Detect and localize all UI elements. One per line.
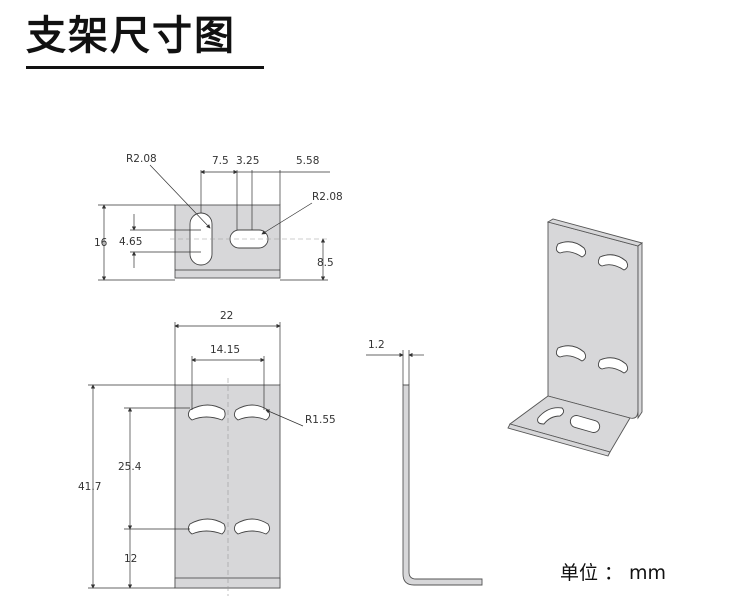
iso-base-front-edge [507,423,611,457]
front-view: 22 14.15 R1.55 41.7 25.4 12 [78,310,336,596]
dim-label-12: 12 [124,553,137,565]
dim-label-r1-55: R1.55 [305,414,336,426]
top-view: 7.5 3.25 5.58 R2.08 R2.08 16 4.65 8.5 [94,153,343,281]
title-underline [26,66,264,69]
dim-label-16: 16 [94,237,108,249]
slot-lower-left [187,518,226,535]
iso-plate-side-edge [637,242,643,420]
dim-label-8-5: 8.5 [317,257,334,269]
dim-label-r-left: R2.08 [126,153,157,165]
front-view-foot [174,577,281,589]
iso-base-slot-1 [537,407,565,425]
dim-label-5-58: 5.58 [296,155,319,167]
dim-label-14-15: 14.15 [210,344,240,356]
side-view: 1.2 [366,339,483,586]
leader-line [149,164,211,229]
iso-slot-1 [555,241,587,258]
units-separator: ： [604,562,624,584]
side-view-profile [402,384,483,586]
dim-label-1-2: 1.2 [368,339,385,351]
top-view-vertical-slot [189,212,213,266]
dim-label-22: 22 [220,310,233,322]
slot-lower-right [233,518,271,535]
page-title: 支架尺寸图 [26,13,236,59]
units-value: mm [629,562,667,584]
leader-line [265,409,304,427]
iso-slot-2 [597,254,629,271]
slot-upper-left [187,404,226,421]
dim-label-3-25: 3.25 [236,155,259,167]
units-caption: 单位 [560,562,599,584]
iso-slot-3 [555,345,587,362]
slot-upper-right [233,404,271,421]
dim-label-r-right: R2.08 [312,191,343,203]
dim-label-7-5: 7.5 [212,155,229,167]
dim-label-41-7: 41.7 [78,481,101,493]
iso-slot-4 [597,357,629,374]
isometric-view [507,218,644,457]
dim-label-4-65: 4.65 [119,236,142,248]
dim-label-25-4: 25.4 [118,461,142,473]
leader-line [261,202,313,235]
iso-base-slot-2 [569,415,601,433]
units-label: 单位：mm [560,558,666,585]
